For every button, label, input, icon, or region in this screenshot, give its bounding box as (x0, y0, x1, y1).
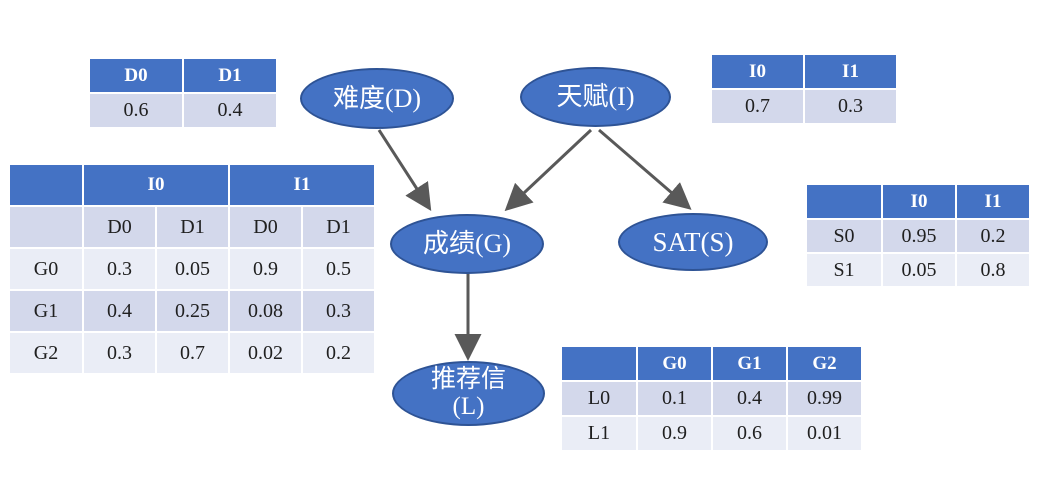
cell-value: 0.4 (713, 382, 786, 415)
row-header: S1 (807, 254, 881, 286)
col-header: D1 (184, 59, 276, 92)
table-row: S0 0.95 0.2 (807, 220, 1029, 252)
table-row: G1 0.4 0.25 0.08 0.3 (10, 291, 374, 331)
cell-value: 0.08 (230, 291, 301, 331)
cell-value: 0.95 (883, 220, 955, 252)
table-row: I0 I1 (10, 165, 374, 205)
table-row: I0 I1 (712, 55, 896, 88)
corner-cell (562, 347, 636, 380)
row-header: G1 (10, 291, 82, 331)
node-grade-label: 成绩(G) (422, 229, 512, 259)
table-row: D0 D1 D0 D1 (10, 207, 374, 247)
cell-value: 0.4 (184, 94, 276, 127)
cell-value: 0.9 (230, 249, 301, 289)
cell-value: 0.3 (84, 249, 155, 289)
corner-cell (807, 185, 881, 218)
cpt-table-difficulty: D0 D1 0.6 0.4 (88, 57, 278, 129)
table-row: G0 G1 G2 (562, 347, 861, 380)
table-row: L1 0.9 0.6 0.01 (562, 417, 861, 450)
corner-cell (10, 165, 82, 205)
cpt-table-intelligence: I0 I1 0.7 0.3 (710, 53, 898, 125)
col-header: I1 (805, 55, 896, 88)
sub-header: D0 (230, 207, 301, 247)
cell-value: 0.01 (788, 417, 861, 450)
col-group-header: I0 (84, 165, 228, 205)
sub-header: D0 (84, 207, 155, 247)
cell-value: 0.99 (788, 382, 861, 415)
row-header: G0 (10, 249, 82, 289)
sub-header: D1 (157, 207, 228, 247)
table-row: 0.6 0.4 (90, 94, 276, 127)
col-header: G1 (713, 347, 786, 380)
cell-value: 0.02 (230, 333, 301, 373)
node-sat: SAT(S) (618, 213, 768, 271)
node-letter-label-line2: (L) (452, 392, 485, 420)
node-intelligence-label: 天赋(I) (556, 82, 635, 112)
node-grade: 成绩(G) (390, 214, 544, 274)
cell-value: 0.3 (805, 90, 896, 123)
cell-value: 0.2 (957, 220, 1029, 252)
table-row: S1 0.05 0.8 (807, 254, 1029, 286)
cell-value: 0.6 (713, 417, 786, 450)
table-row: G0 0.3 0.05 0.9 0.5 (10, 249, 374, 289)
node-sat-label: SAT(S) (652, 226, 734, 257)
cell-value: 0.25 (157, 291, 228, 331)
cell-value: 0.5 (303, 249, 374, 289)
node-difficulty-label: 难度(D) (332, 83, 422, 113)
edge-intelligence-to-grade (504, 128, 593, 212)
table-row: 0.7 0.3 (712, 90, 896, 123)
cell-value: 0.7 (712, 90, 803, 123)
corner-cell (10, 207, 82, 247)
cell-value: 0.3 (84, 333, 155, 373)
table-row: G2 0.3 0.7 0.02 0.2 (10, 333, 374, 373)
cell-value: 0.8 (957, 254, 1029, 286)
cell-value: 0.05 (157, 249, 228, 289)
cell-value: 0.05 (883, 254, 955, 286)
cpt-table-letter: G0 G1 G2 L0 0.1 0.4 0.99 L1 0.9 0.6 0.01 (560, 345, 863, 452)
cell-value: 0.7 (157, 333, 228, 373)
row-header: L1 (562, 417, 636, 450)
table-row: D0 D1 (90, 59, 276, 92)
sub-header: D1 (303, 207, 374, 247)
row-header: L0 (562, 382, 636, 415)
col-header: I0 (883, 185, 955, 218)
cell-value: 0.1 (638, 382, 711, 415)
node-letter: 推荐信 (L) (392, 361, 545, 426)
col-header: G0 (638, 347, 711, 380)
cpt-table-grade: I0 I1 D0 D1 D0 D1 G0 0.3 0.05 0.9 0.5 G1… (8, 163, 376, 375)
cell-value: 0.3 (303, 291, 374, 331)
table-row: I0 I1 (807, 185, 1029, 218)
col-header: I1 (957, 185, 1029, 218)
node-difficulty: 难度(D) (300, 68, 454, 129)
edge-intelligence-to-sat (598, 128, 692, 210)
cell-value: 0.2 (303, 333, 374, 373)
col-header: D0 (90, 59, 182, 92)
edge-difficulty-to-grade (377, 129, 432, 212)
row-header: S0 (807, 220, 881, 252)
col-header: I0 (712, 55, 803, 88)
node-letter-label-line1: 推荐信 (430, 366, 506, 394)
cell-value: 0.9 (638, 417, 711, 450)
row-header: G2 (10, 333, 82, 373)
col-header: G2 (788, 347, 861, 380)
cell-value: 0.6 (90, 94, 182, 127)
col-group-header: I1 (230, 165, 374, 205)
table-row: L0 0.1 0.4 0.99 (562, 382, 861, 415)
cell-value: 0.4 (84, 291, 155, 331)
cpt-table-sat: I0 I1 S0 0.95 0.2 S1 0.05 0.8 (805, 183, 1031, 288)
node-intelligence: 天赋(I) (520, 67, 671, 127)
